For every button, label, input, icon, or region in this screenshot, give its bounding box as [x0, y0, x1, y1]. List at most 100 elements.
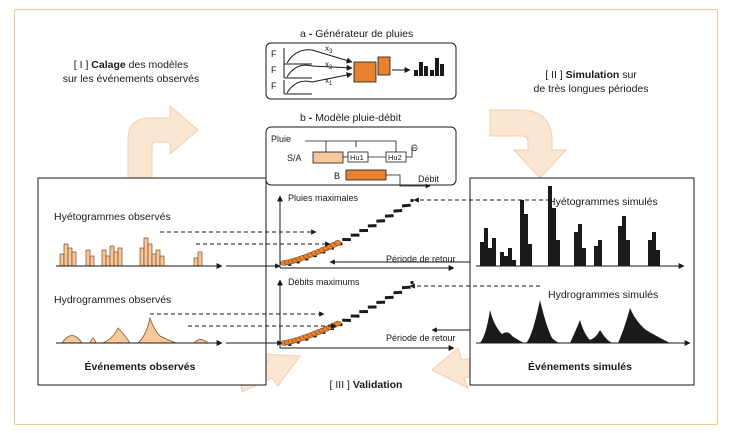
chart-top-ylabel: Pluies maximales	[288, 193, 359, 203]
simulated-point	[404, 204, 408, 208]
simulation-line-2: de très longues périodes	[534, 83, 649, 95]
chart-bottom-ylabel: Débits maximums	[288, 277, 360, 287]
model-debit-label: Débit	[418, 174, 440, 184]
simulated-baselines	[476, 263, 691, 346]
observed-box	[37, 177, 267, 386]
simulated-point	[347, 318, 351, 322]
simulated-point	[373, 305, 377, 309]
observed-hyetograms	[59, 237, 203, 267]
simulated-point	[353, 314, 357, 318]
simulated-point	[399, 290, 403, 294]
generator-orange-block	[353, 61, 377, 83]
generator-title: a - Générateur de pluies	[300, 28, 413, 40]
simulated-point	[396, 209, 400, 213]
simulated-point	[407, 203, 411, 207]
model-links	[305, 140, 431, 189]
validation-label: [ III ] Validation	[330, 379, 403, 391]
model-hu1-label: Hu1	[350, 153, 364, 162]
simulated-point	[390, 295, 394, 299]
generator-f-label-2: F	[271, 65, 277, 75]
observed-hyeto-label: Hyétogrammes observés	[54, 211, 171, 223]
generator-x-label-3: x3	[325, 44, 333, 55]
model-pluie-label: Pluie	[271, 134, 291, 144]
simulated-hydrograms	[480, 300, 670, 343]
model-b-label: B	[334, 171, 340, 181]
simulated-point	[345, 238, 349, 242]
chart-top-xlabel: Période de retour	[386, 254, 456, 264]
generator-f-label-3: F	[271, 81, 277, 91]
simulated-point	[379, 219, 383, 223]
generator-orange-block-2	[377, 56, 391, 76]
generator-f-label-1: F	[271, 49, 277, 59]
simulated-point	[384, 296, 388, 300]
simulated-point	[364, 228, 368, 232]
simulated-point	[353, 233, 357, 237]
model-reservoir-b	[345, 169, 387, 181]
observed-baselines	[56, 263, 223, 346]
simulated-point	[345, 318, 349, 322]
simulated-point	[382, 300, 386, 304]
model-sa-label: S/A	[287, 153, 302, 163]
simulated-point	[364, 310, 368, 314]
simulated-point	[399, 209, 403, 213]
calage-curved-arrow	[127, 104, 199, 179]
simulated-point	[379, 300, 383, 304]
simulated-point	[342, 237, 346, 241]
simulated-point	[404, 285, 408, 289]
simulation-curved-arrow	[489, 109, 568, 179]
simulated-point	[387, 214, 391, 218]
simulated-point	[359, 229, 363, 233]
figure-frame	[14, 9, 718, 425]
calage-line-1: [ I ] Calage des modèles	[74, 59, 188, 71]
simulated-point	[362, 310, 366, 314]
simulated-point	[367, 305, 371, 309]
chart-bottom-xlabel: Période de retour	[386, 333, 456, 343]
simulated-point	[350, 314, 354, 318]
model-title: b - Modèle pluie-débit	[300, 112, 401, 124]
observed-footer: Événements observés	[85, 360, 196, 373]
observed-point	[334, 240, 342, 246]
simulated-point	[407, 285, 411, 289]
simulated-point	[367, 224, 371, 228]
simulated-hyetograms	[480, 186, 660, 266]
simulated-point	[393, 291, 397, 295]
connector-arrows	[150, 197, 550, 346]
simulated-point	[359, 310, 363, 314]
simulated-point	[342, 318, 346, 322]
generator-x-label-2: x2	[325, 60, 333, 71]
simulated-point	[401, 204, 405, 208]
simulated-point	[362, 229, 366, 233]
simulated-point	[347, 238, 351, 242]
simulated-point	[356, 314, 360, 318]
simulated-point	[373, 224, 377, 228]
simulated-hyeto-label: Hyétogrammes simulés	[548, 196, 658, 208]
observed-point	[334, 320, 342, 327]
simulated-point	[376, 300, 380, 304]
observed-hydro-label: Hydrogrammes observés	[54, 294, 171, 306]
simulated-point	[410, 199, 414, 202]
simulated-point	[370, 305, 374, 309]
model-hu2-label: Hu2	[388, 153, 402, 162]
simulation-line-1: [ II ] Simulation sur	[545, 69, 637, 81]
simulated-point	[387, 295, 391, 299]
simulated-point	[410, 281, 414, 284]
model-c-label: C	[411, 143, 418, 153]
simulated-point	[376, 219, 380, 223]
simulated-point	[390, 214, 394, 218]
generator-x-label-1: x1	[325, 76, 333, 87]
simulated-point	[396, 291, 400, 295]
calage-line-2: sur les événements observés	[63, 73, 200, 85]
simulated-box	[469, 177, 695, 386]
simulated-point	[356, 233, 360, 237]
observed-hydrograms	[61, 316, 209, 344]
simulated-point	[382, 219, 386, 223]
simulated-point	[401, 286, 405, 290]
simulated-point	[384, 214, 388, 218]
simulated-point	[370, 224, 374, 228]
model-reservoir-sa	[312, 151, 344, 164]
generator-output-hyetogram	[414, 58, 444, 76]
simulated-footer: Événements simulés	[528, 360, 632, 373]
simulated-hydro-label: Hydrogrammes simulés	[548, 289, 658, 301]
simulated-point	[393, 209, 397, 213]
